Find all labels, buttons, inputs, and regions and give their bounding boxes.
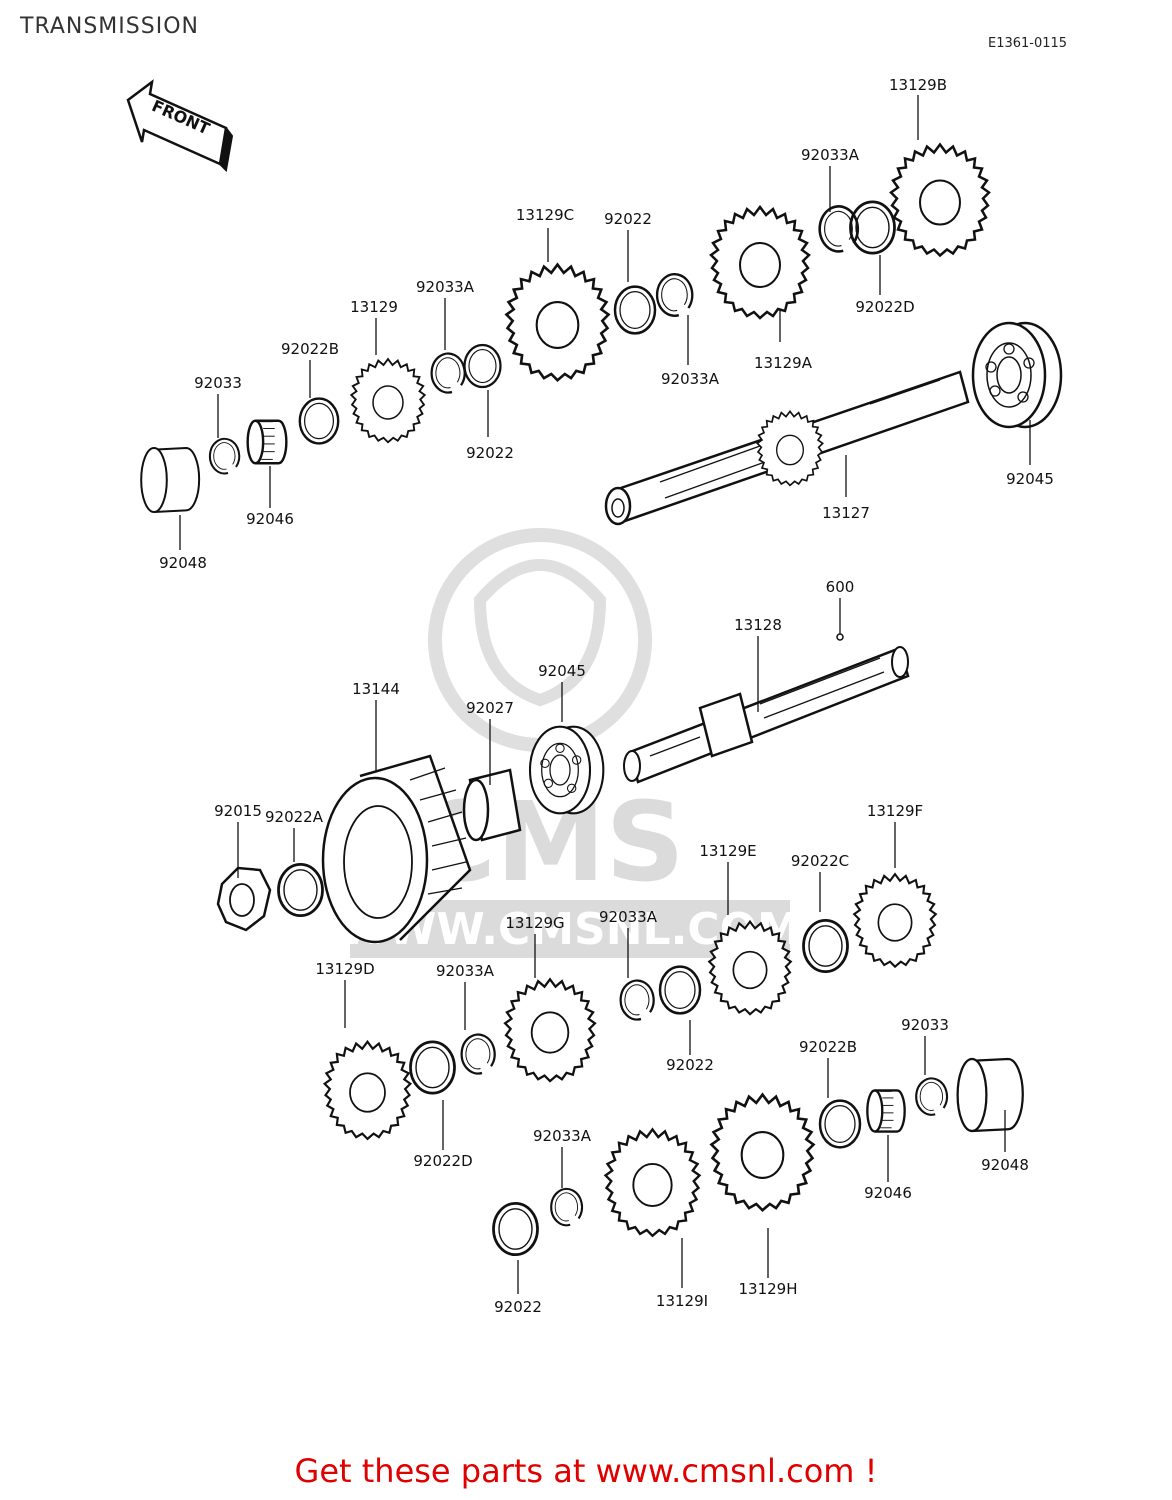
part-92022A-washer [276,862,325,918]
part-92048-sleeve-1 [140,447,201,513]
part-92048-sleeve-2 [956,1057,1024,1133]
page-title: TRANSMISSION [20,14,199,39]
label-92033[interactable]: 92033 [901,1016,949,1034]
label-92022[interactable]: 92022 [604,210,652,228]
part-92033A-circlip-2 [655,272,694,318]
label-92022D[interactable]: 92022D [413,1152,472,1170]
part-92033A-circlip-4 [619,979,656,1021]
label-92045[interactable]: 92045 [1006,470,1054,488]
part-13129F-gear [852,872,938,968]
part-92033-circlip-2 [914,1077,949,1117]
part-13129A-gear [709,205,811,320]
label-92048[interactable]: 92048 [981,1156,1029,1174]
label-92046[interactable]: 92046 [246,510,294,528]
part-92015-nut [216,866,272,932]
label-92033A[interactable]: 92033A [436,962,495,980]
part-13129C-gear [504,262,611,382]
part-13129G-gear [503,978,597,1083]
exploded-view-diagram: CMS WWW.CMSNL.COM FRONT [126,76,1063,1316]
part-92045-bearing-lower [528,725,605,815]
label-92022B[interactable]: 92022B [281,340,339,358]
label-13129A[interactable]: 13129A [754,354,813,372]
cta-link[interactable]: Get these parts at www.cmsnl.com ! [294,1452,878,1490]
part-13129B-gear [889,143,991,257]
part-13129D-gear [323,1040,412,1141]
part-13127-shaft [604,370,970,526]
label-92022[interactable]: 92022 [466,444,514,462]
part-13129E-gear [707,920,793,1016]
part-13144-clutch-housing [321,754,472,944]
part-labels: 13129B 92033A 92022D 13129C 92022 92033A… [159,76,1054,1316]
label-92033A[interactable]: 92033A [661,370,720,388]
label-92046[interactable]: 92046 [864,1184,912,1202]
label-92027[interactable]: 92027 [466,699,514,717]
part-92022-washer-4 [491,1201,540,1257]
part-13129H-gear [709,1092,816,1212]
label-92022D[interactable]: 92022D [855,298,914,316]
part-92046-needle-bearing-2 [866,1089,906,1133]
label-92022C[interactable]: 92022C [791,852,849,870]
part-13129-gear [350,357,426,444]
part-92022D-washer-2 [408,1039,457,1096]
part-92022-washer-2 [462,343,503,389]
label-600[interactable]: 600 [826,578,855,596]
part-13129I-gear [604,1128,701,1238]
part-92022C-washer [801,918,850,974]
label-13129F[interactable]: 13129F [867,802,923,820]
part-13128-shaft [623,633,910,784]
part-92045-bearing-upper [971,321,1063,429]
label-92022A[interactable]: 92022A [265,808,324,826]
label-13129D[interactable]: 13129D [315,960,374,978]
label-92045[interactable]: 92045 [538,662,586,680]
label-13129C[interactable]: 13129C [516,206,574,224]
label-13129I[interactable]: 13129I [656,1292,708,1310]
part-92022B-washer-2 [818,1098,862,1150]
label-13127[interactable]: 13127 [822,504,870,522]
label-13129[interactable]: 13129 [350,298,398,316]
diagram-code: E1361-0115 [988,36,1068,51]
label-92015[interactable]: 92015 [214,802,262,820]
front-arrow-icon: FRONT [126,79,234,173]
label-92033A[interactable]: 92033A [416,278,475,296]
callout-lines [179,95,1031,1294]
label-92033[interactable]: 92033 [194,374,242,392]
label-92022[interactable]: 92022 [666,1056,714,1074]
part-92033A-circlip-5 [460,1033,497,1076]
label-92022[interactable]: 92022 [494,1298,542,1316]
part-92033A-circlip-1 [817,204,860,254]
label-92033A[interactable]: 92033A [599,908,658,926]
part-92022B-washer-1 [298,397,340,445]
part-92033A-circlip-6 [549,1187,584,1227]
label-92022B[interactable]: 92022B [799,1038,857,1056]
part-92033A-circlip-3 [430,352,467,394]
part-92027-collar [462,768,522,842]
label-13129B[interactable]: 13129B [889,76,947,94]
part-92046-needle-bearing-1 [246,419,288,465]
label-13129G[interactable]: 13129G [505,914,564,932]
label-13129H[interactable]: 13129H [739,1280,798,1298]
label-92048[interactable]: 92048 [159,554,207,572]
label-13128[interactable]: 13128 [734,616,782,634]
label-92033A[interactable]: 92033A [801,146,860,164]
part-92022-washer-1 [613,284,657,336]
label-92033A[interactable]: 92033A [533,1127,592,1145]
part-92022-washer-3 [658,964,702,1016]
label-13144[interactable]: 13144 [352,680,400,698]
label-13129E[interactable]: 13129E [699,842,756,860]
part-92033-circlip-1 [208,437,241,475]
